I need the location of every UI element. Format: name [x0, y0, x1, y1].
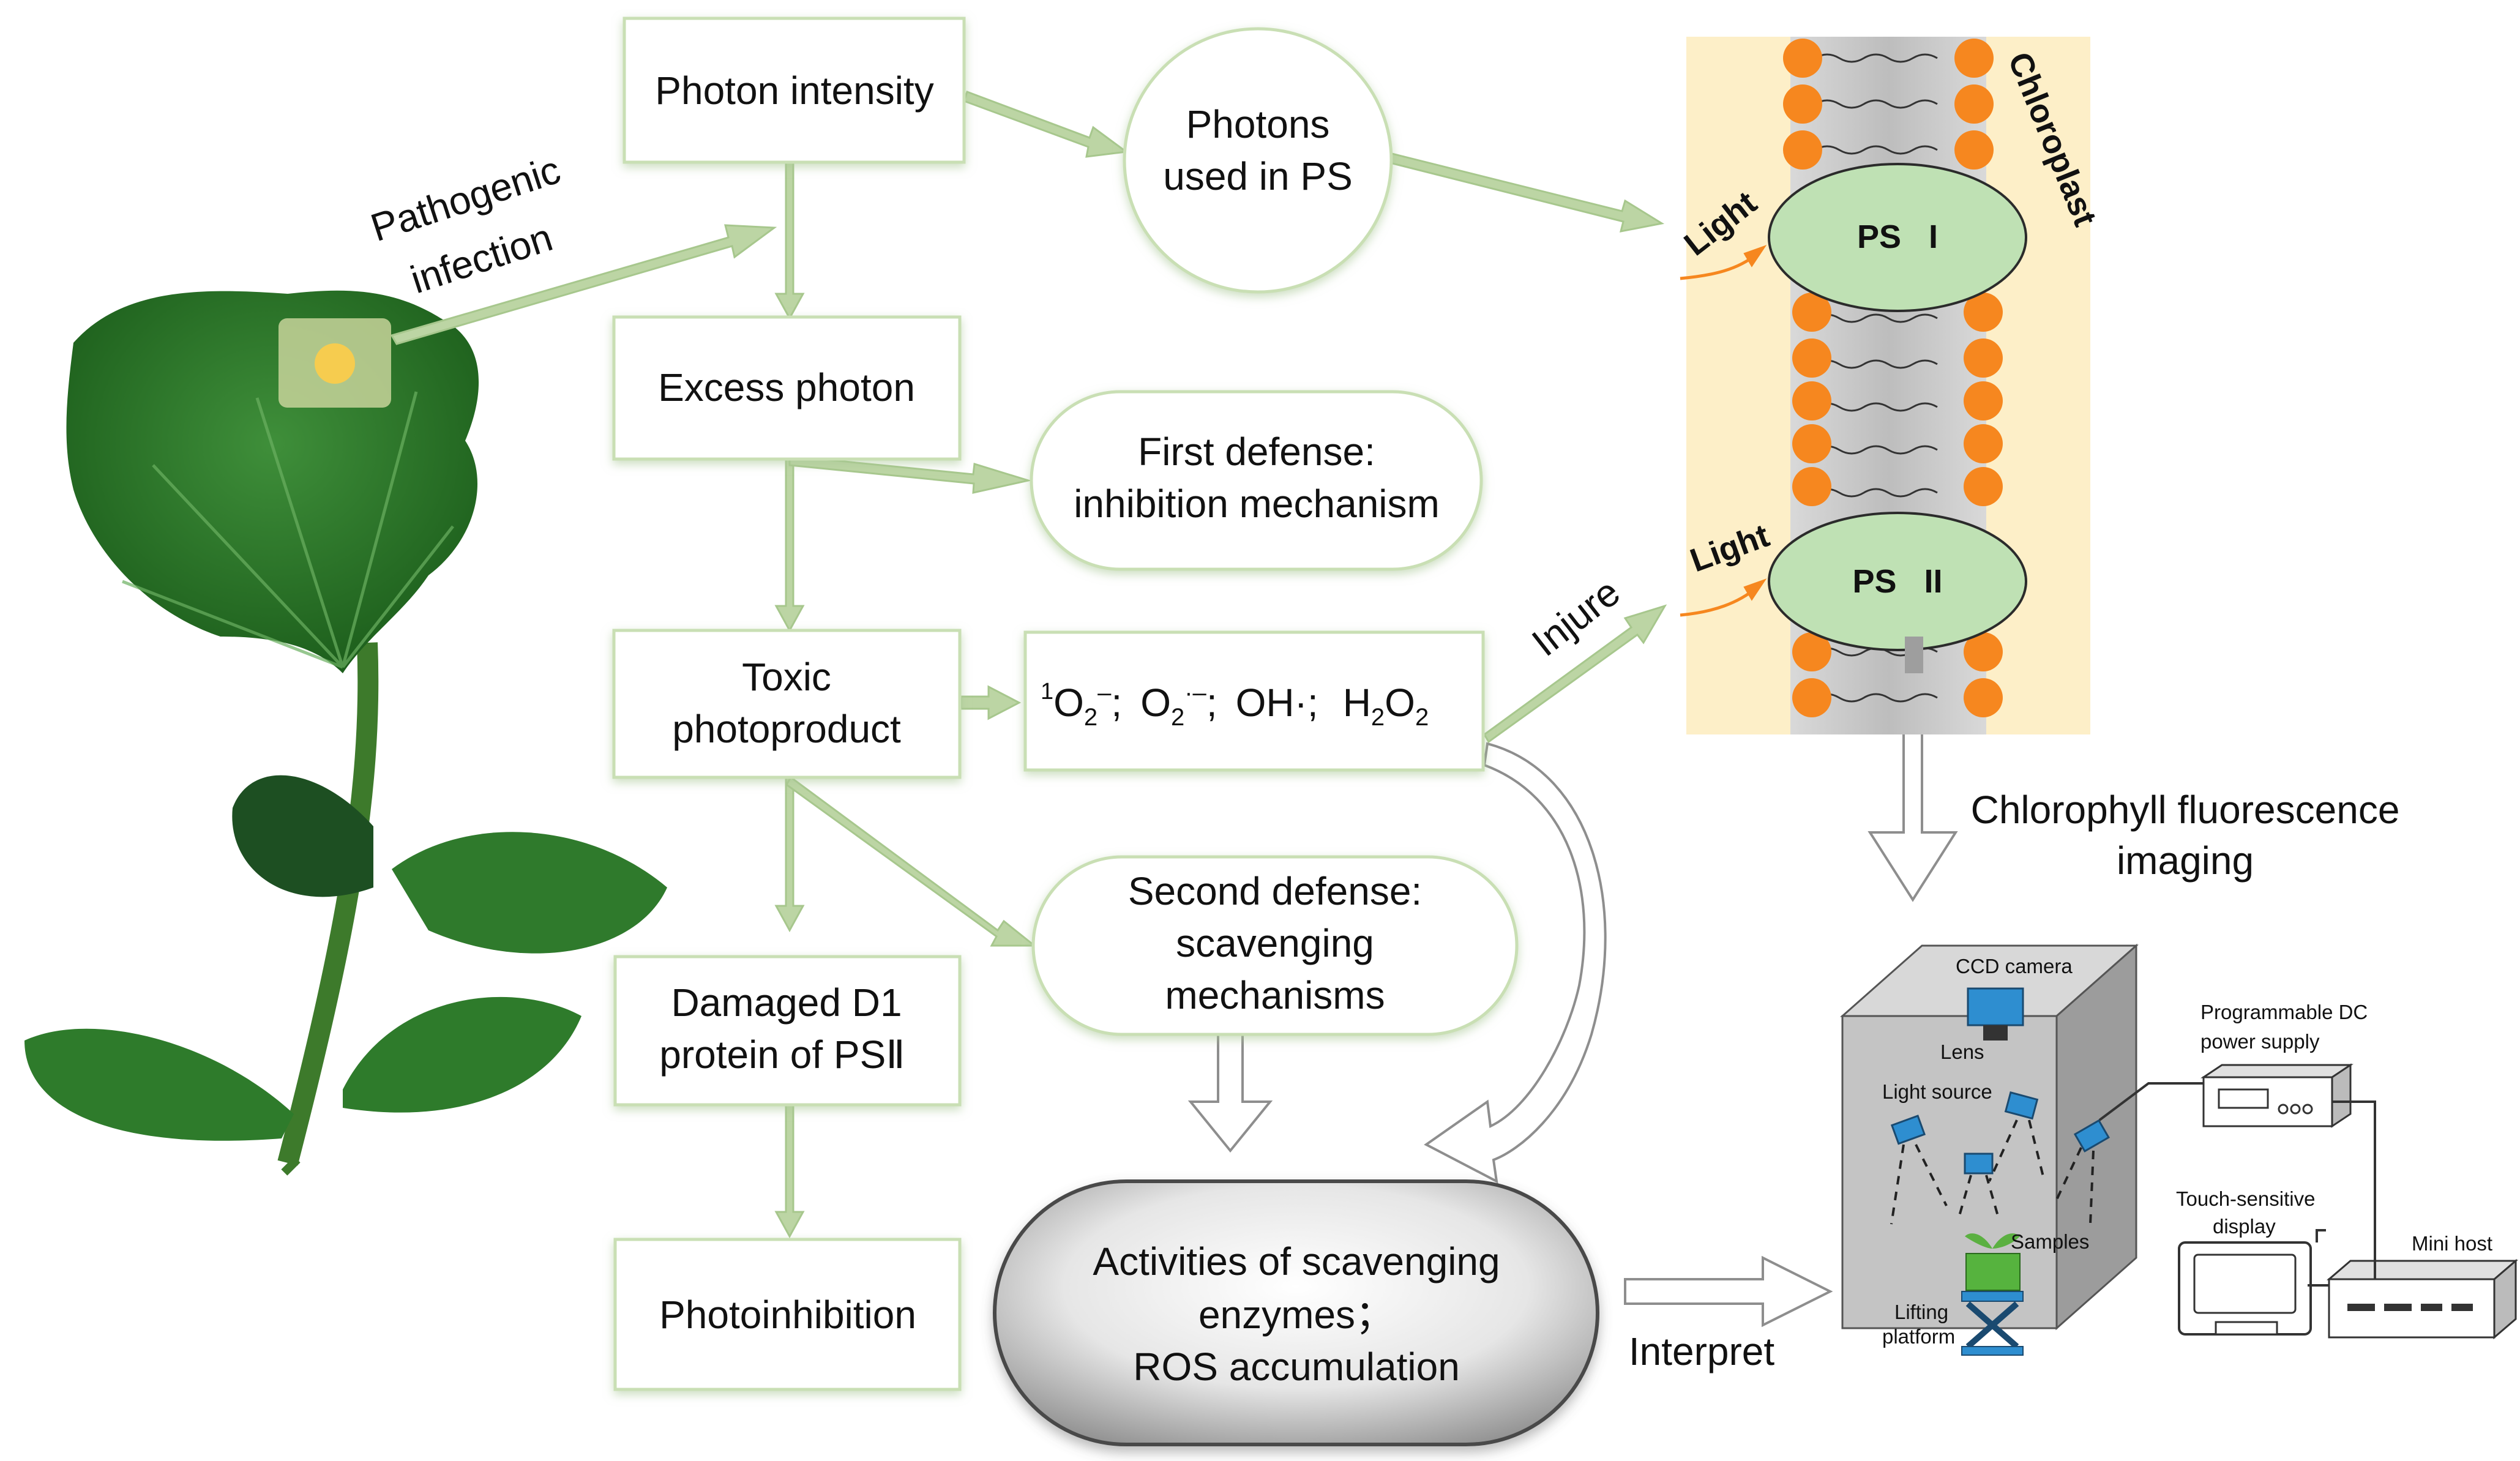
- text-second-defense-3: mechanisms: [1165, 973, 1385, 1017]
- box-texts: Photon intensity Excess photon Toxic pho…: [655, 69, 933, 1337]
- arrow-to-first-defense: [788, 455, 1032, 494]
- box-ros: [1023, 630, 1485, 772]
- ps2-complex: [1768, 512, 2027, 651]
- process-boxes: [612, 17, 1485, 1391]
- arrow-pathogenic: [390, 224, 777, 345]
- label-cf-1: Chlorophyll fluorescence: [1971, 788, 2400, 832]
- oval-texts: Photons used in PS First defense: inhibi…: [1074, 102, 1500, 1389]
- text-first-defense-1: First defense:: [1138, 430, 1375, 474]
- text-damaged-2: protein of PSⅡ: [659, 1033, 905, 1077]
- flow-arrows: [390, 91, 1667, 1239]
- label-mini-host: Mini host: [2412, 1232, 2492, 1255]
- plant-illustration: [24, 290, 667, 1176]
- defense-ovals: [1030, 27, 1519, 1036]
- text-damaged-1: Damaged D1: [671, 981, 902, 1025]
- ccd-camera: [1967, 987, 2024, 1026]
- plant-leaf-bottom-left: [24, 1028, 294, 1141]
- oval-second-defense: [1031, 855, 1519, 1036]
- text-photons-used-1: Photons: [1186, 102, 1330, 146]
- arrow-second-defense-to-activities: [1187, 1033, 1273, 1153]
- arrow-excess-to-toxic: [774, 458, 805, 633]
- infection-spot: [315, 343, 355, 384]
- box-damaged-d1: [613, 955, 962, 1107]
- text-activities-3: ROS accumulation: [1133, 1345, 1460, 1389]
- chamber-front: [1841, 1015, 2058, 1329]
- text-second-defense-1: Second defense:: [1128, 869, 1422, 913]
- text-excess-photon: Excess photon: [658, 365, 915, 409]
- label-cf-2: imaging: [2117, 839, 2254, 883]
- label-ccd-camera: CCD camera: [1956, 955, 2073, 977]
- lifting-platform-top: [1961, 1291, 2024, 1302]
- box-toxic-photoproduct: [612, 629, 962, 779]
- text-second-defense-2: scavenging: [1176, 921, 1374, 965]
- chloroplast-membrane: PS I PS II Light Light Chloroplast: [1677, 37, 2104, 734]
- box-photon-intensity: [623, 17, 966, 164]
- light-source-4: [2073, 1119, 2110, 1153]
- label-power-2: power supply: [2200, 1030, 2320, 1053]
- arrow-damaged-to-photoinhibition: [774, 1104, 805, 1239]
- plant-leaf-bottom-right: [343, 996, 581, 1113]
- pill-activities: [993, 1179, 1599, 1446]
- text-photon-intensity: Photon intensity: [655, 69, 933, 113]
- arrow-interpret: [1624, 1255, 1833, 1328]
- power-supply: [2202, 1076, 2333, 1127]
- arrow-photon-to-excess: [774, 161, 805, 321]
- arrow-toxic-to-damaged: [774, 776, 805, 933]
- text-toxic-2: photoproduct: [672, 707, 901, 751]
- label-interpret: Interpret: [1629, 1329, 1775, 1373]
- label-lifting-2: platform: [1882, 1325, 1955, 1348]
- sample-plant: [1965, 1233, 2020, 1249]
- oval-photons-used: [1123, 27, 1393, 294]
- light-source-2: [2004, 1091, 2039, 1120]
- ps2-pipe: [1905, 637, 1923, 673]
- label-ps2: PS II: [1852, 563, 1942, 600]
- label-samples: Samples: [2011, 1230, 2089, 1253]
- ps1-complex: [1768, 163, 2027, 312]
- label-lifting-1: Lifting: [1894, 1301, 1948, 1323]
- lifting-platform-base: [1961, 1346, 2024, 1356]
- text-photons-used-2: used in PS: [1163, 154, 1353, 198]
- device-labels: CCD camera Lens Light source Samples Lif…: [1882, 955, 2492, 1348]
- text-first-defense-2: inhibition mechanism: [1074, 482, 1440, 526]
- label-display-1: Touch-sensitive: [2176, 1187, 2315, 1210]
- imaging-device: [1840, 943, 2519, 1356]
- label-lens: Lens: [1940, 1041, 1984, 1063]
- label-display-2: display: [2213, 1215, 2276, 1238]
- sample-pot: [1965, 1253, 2021, 1291]
- oval-first-defense: [1030, 390, 1483, 571]
- box-excess-photon: [612, 315, 962, 461]
- label-power-1: Programmable DC: [2200, 1001, 2368, 1023]
- touch-display: [2178, 1241, 2312, 1336]
- camera-lens: [1983, 1025, 2008, 1041]
- light-source-1: [1890, 1115, 1926, 1145]
- text-activities-1: Activities of scavenging: [1093, 1239, 1500, 1284]
- lifting-platform-scissor: [1965, 1301, 2019, 1349]
- arrow-to-second-defense: [785, 775, 1038, 947]
- plant-leaf-lower-left: [232, 775, 373, 897]
- plant-leaf-main: [66, 290, 479, 674]
- plant-leaf-right: [392, 832, 667, 954]
- arrow-to-photons-used: [963, 91, 1129, 158]
- text-ros-formula: 1O2–;O2·–;OH·;H2O2: [1041, 679, 1429, 731]
- light-source-3: [1964, 1153, 1994, 1175]
- arrow-to-ps1: [1386, 152, 1665, 233]
- arrow-ros-curve: [1424, 742, 1607, 1184]
- label-ps1: PS I: [1857, 219, 1938, 255]
- arrow-injure: [1483, 604, 1667, 744]
- text-photoinhibition: Photoinhibition: [659, 1293, 916, 1337]
- text-activities-2: enzymes；: [1198, 1293, 1394, 1337]
- text-toxic-1: Toxic: [742, 655, 831, 699]
- box-photoinhibition: [613, 1238, 962, 1391]
- label-light-source: Light source: [1882, 1080, 1992, 1103]
- arrow-to-ros: [960, 685, 1022, 720]
